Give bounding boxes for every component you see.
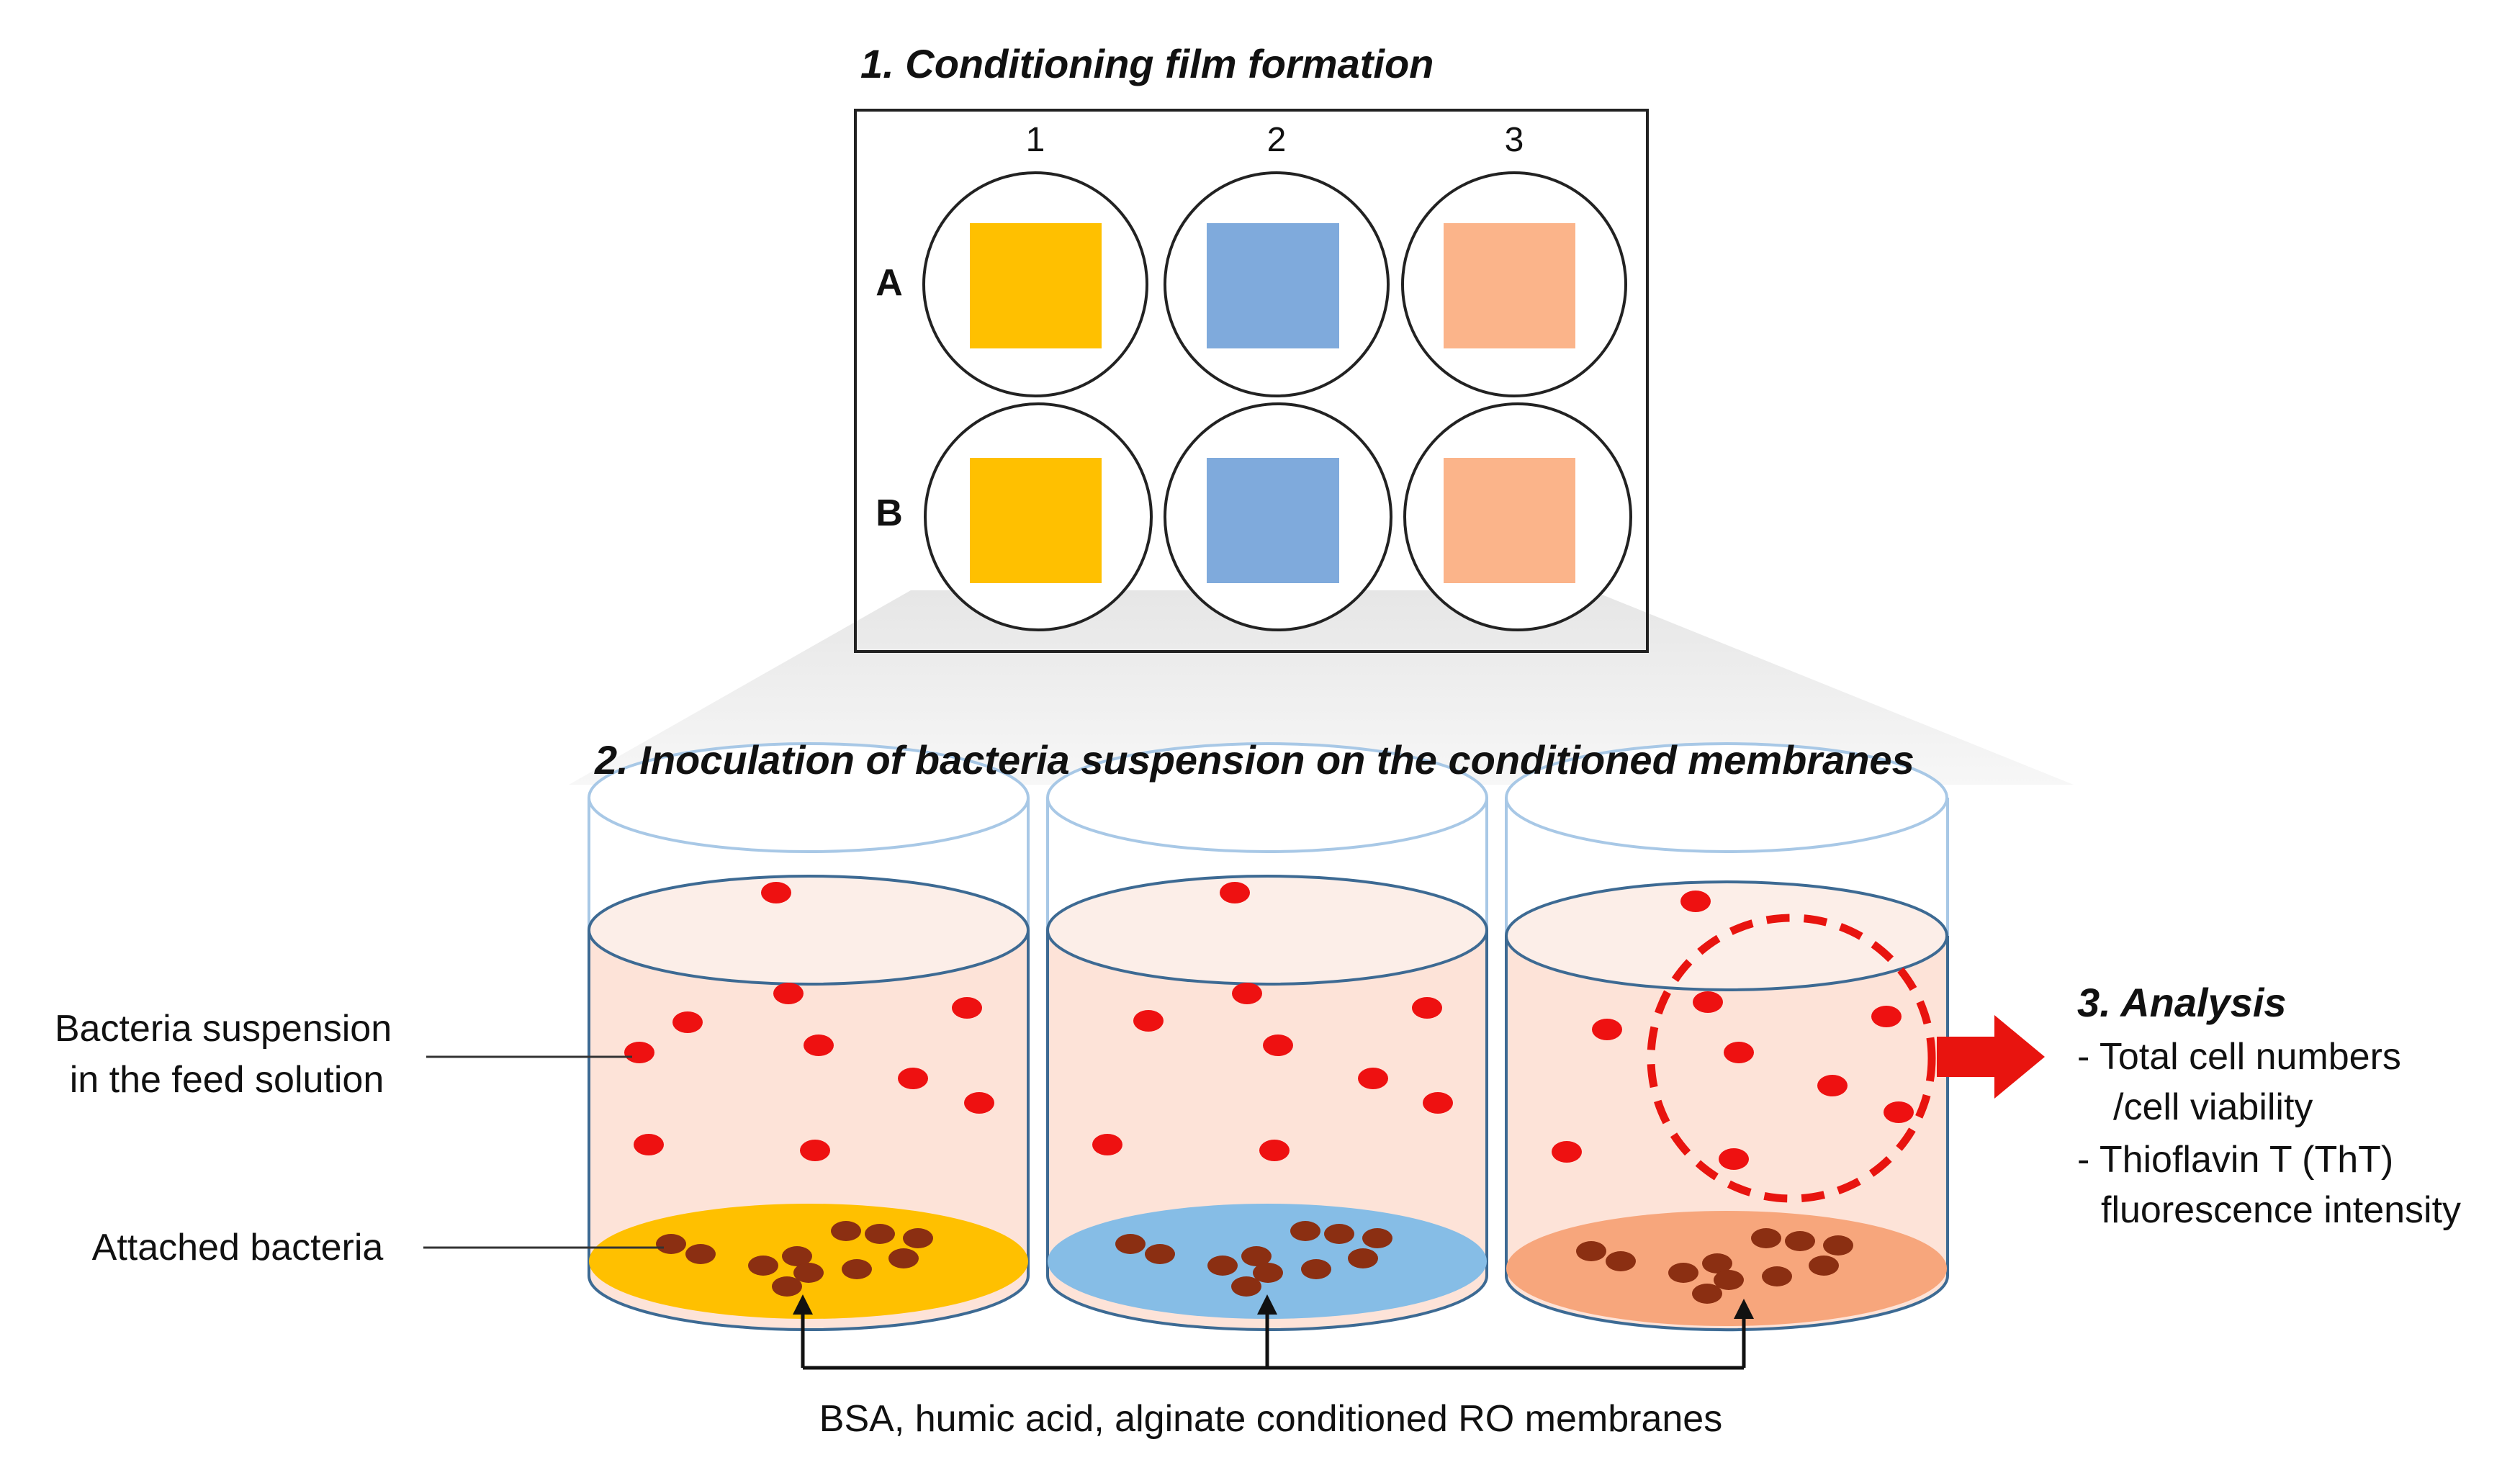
well-a3	[1401, 171, 1627, 397]
analysis-item-1-line1: - Total cell numbers	[2077, 1036, 2401, 1078]
analysis-focus-circle	[1647, 914, 1936, 1203]
beaker-alginate	[1505, 742, 1949, 1332]
analysis-item-2-line2: fluorescence intensity	[2101, 1189, 2461, 1231]
membranes-caption: BSA, humic acid, alginate conditioned RO…	[819, 1398, 1722, 1440]
well-b2	[1164, 402, 1392, 631]
analysis-arrow	[1937, 1015, 2045, 1099]
beaker-humic	[1046, 742, 1488, 1331]
suspension-label-line1: Bacteria suspension	[55, 1008, 392, 1050]
beaker-bsa	[588, 742, 1030, 1331]
well-plate	[854, 109, 1649, 653]
well-b1	[924, 402, 1153, 631]
suspension-label-line2: in the feed solution	[70, 1059, 384, 1101]
row-label-b: B	[876, 492, 903, 534]
membrane-connector	[801, 1304, 1746, 1370]
well-a1	[922, 171, 1148, 397]
attached-bacteria	[656, 1221, 1853, 1304]
row-label-a: A	[876, 262, 903, 304]
connector-arrowheads	[793, 1294, 1754, 1319]
step2-title: 2. Inoculation of bacteria suspension on…	[594, 737, 1914, 783]
column-label-2: 2	[1267, 121, 1287, 159]
column-label-3: 3	[1505, 121, 1524, 159]
suspended-bacteria	[624, 882, 1914, 1170]
column-label-1: 1	[1026, 121, 1045, 159]
analysis-item-1-line2: /cell viability	[2113, 1086, 2313, 1128]
well-a2	[1164, 171, 1390, 397]
zoom-funnel	[569, 590, 2074, 785]
step3-title: 3. Analysis	[2077, 980, 2287, 1025]
attached-label: Attached bacteria	[92, 1227, 384, 1268]
step1-title: 1. Conditioning film formation	[860, 41, 1434, 86]
analysis-item-2-line1: - Thioflavin T (ThT)	[2077, 1139, 2393, 1181]
well-b3	[1403, 402, 1632, 631]
